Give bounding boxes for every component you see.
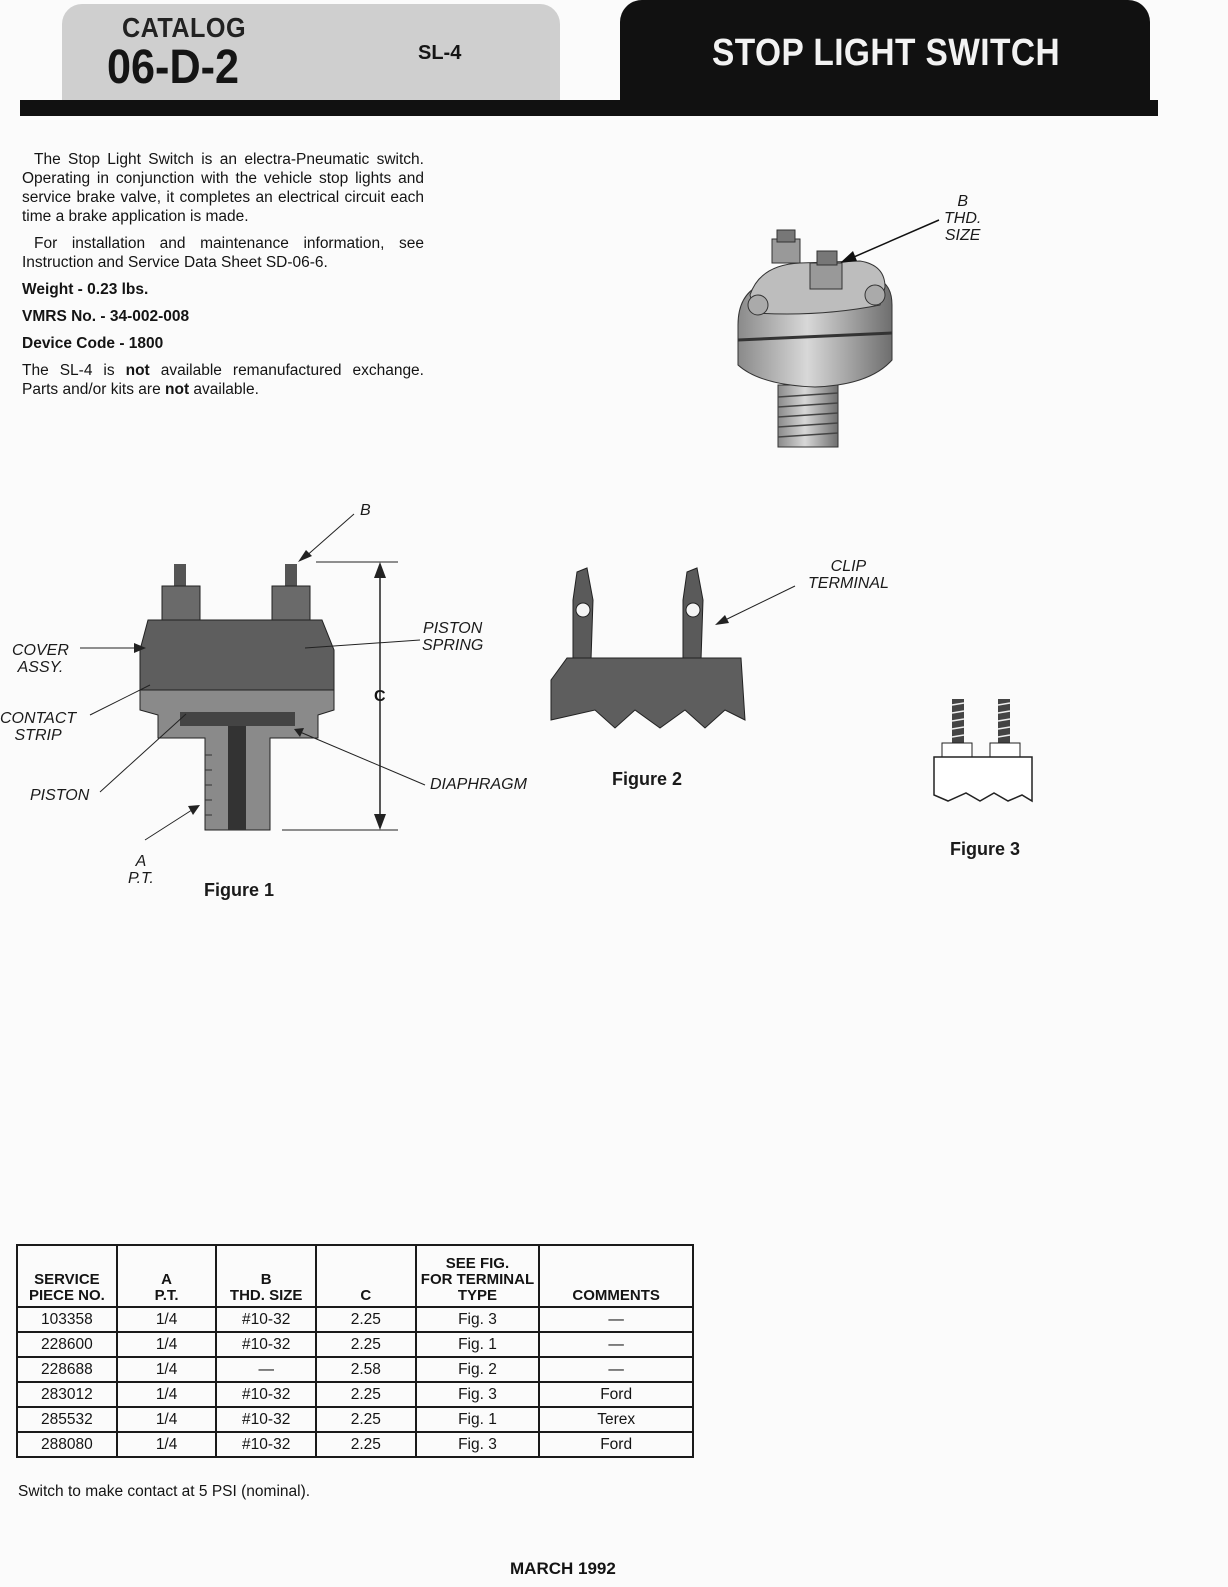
- pt-cell: 1/4: [115, 1331, 218, 1358]
- fig-cell: Fig. 3: [414, 1431, 541, 1458]
- figure-3-drawing: [933, 699, 1033, 803]
- fig1-label-piston: PISTON: [30, 787, 90, 804]
- table-row: 228688 1/4 — 2.58 Fig. 2 —: [16, 1356, 694, 1383]
- piece-no-cell: 228600: [16, 1331, 118, 1358]
- thd-size-cell: #10-32: [215, 1306, 317, 1333]
- thd-size-cell: #10-32: [215, 1381, 317, 1408]
- vmrs-spec: VMRS No. - 34-002-008: [22, 308, 190, 325]
- figure-3-caption: Figure 3: [950, 839, 1021, 859]
- availability-note: The SL-4 is not available remanufactured…: [22, 362, 424, 398]
- photo-thd-size-label: B THD. SIZE: [944, 193, 982, 244]
- piece-no-cell: 288080: [16, 1431, 118, 1458]
- col-header-c: C: [315, 1244, 417, 1308]
- pt-cell: 1/4: [115, 1356, 218, 1383]
- model-number: SL-4: [418, 42, 462, 64]
- catalog-number: 06-D-2: [107, 41, 240, 94]
- c-cell: 2.25: [315, 1306, 417, 1333]
- pt-cell: 1/4: [115, 1306, 218, 1333]
- publication-date: MARCH 1992: [510, 1559, 616, 1578]
- comments-cell: —: [538, 1356, 694, 1383]
- c-cell: 2.25: [315, 1381, 417, 1408]
- photo-leader-arrow: [840, 219, 940, 263]
- thd-size-cell: #10-32: [215, 1406, 317, 1433]
- fig1-label-c: C: [374, 688, 386, 705]
- thd-size-cell: #10-32: [215, 1331, 317, 1358]
- piece-no-cell: 228688: [16, 1356, 118, 1383]
- pt-cell: 1/4: [115, 1431, 218, 1458]
- table-row: 228600 1/4 #10-32 2.25 Fig. 1 —: [16, 1331, 694, 1358]
- table-row: 288080 1/4 #10-32 2.25 Fig. 3 Ford: [16, 1431, 694, 1458]
- product-photo: [737, 229, 893, 448]
- comments-cell: Terex: [538, 1406, 694, 1433]
- intro-paragraph-1: The Stop Light Switch is an electra-Pneu…: [22, 151, 424, 225]
- col-header-comments: COMMENTS: [538, 1244, 694, 1308]
- intro-paragraph-2: For installation and maintenance informa…: [22, 235, 424, 271]
- figure-1-drawing: [80, 513, 426, 841]
- c-cell: 2.58: [315, 1356, 417, 1383]
- figure-2-caption: Figure 2: [612, 769, 683, 789]
- fig1-label-diaphragm: DIAPHRAGM: [430, 776, 527, 793]
- comments-cell: Ford: [538, 1431, 694, 1458]
- intro-section: The Stop Light Switch is an electra-Pneu…: [22, 150, 424, 407]
- c-cell: 2.25: [315, 1406, 417, 1433]
- table-row: 283012 1/4 #10-32 2.25 Fig. 3 Ford: [16, 1381, 694, 1408]
- fig-cell: Fig. 1: [414, 1331, 541, 1358]
- pt-cell: 1/4: [115, 1381, 218, 1408]
- piece-no-cell: 283012: [16, 1381, 118, 1408]
- comments-cell: —: [538, 1331, 694, 1358]
- fig-cell: Fig. 2: [414, 1356, 541, 1383]
- piece-no-cell: 103358: [16, 1306, 118, 1333]
- piece-no-cell: 285532: [16, 1406, 118, 1433]
- weight-spec: Weight - 0.23 lbs.: [22, 281, 149, 298]
- title-tab: [620, 0, 1150, 104]
- comments-cell: —: [538, 1306, 694, 1333]
- fig-cell: Fig. 1: [414, 1406, 541, 1433]
- fig-cell: Fig. 3: [414, 1306, 541, 1333]
- c-cell: 2.25: [315, 1331, 417, 1358]
- catalog-label: CATALOG: [122, 12, 247, 43]
- figure-1-caption: Figure 1: [204, 880, 275, 900]
- table-row: 103358 1/4 #10-32 2.25 Fig. 3 —: [16, 1306, 694, 1333]
- comments-cell: Ford: [538, 1381, 694, 1408]
- fig1-label-b: B: [360, 502, 371, 519]
- table-row: 285532 1/4 #10-32 2.25 Fig. 1 Terex: [16, 1406, 694, 1433]
- contact-pressure-note: Switch to make contact at 5 PSI (nominal…: [18, 1483, 311, 1500]
- catalog-tab: [62, 4, 560, 102]
- thd-size-cell: —: [215, 1356, 317, 1383]
- device-code-spec: Device Code - 1800: [22, 335, 164, 352]
- page-title: STOP LIGHT SWITCH: [712, 32, 1061, 74]
- pt-cell: 1/4: [115, 1406, 218, 1433]
- c-cell: 2.25: [315, 1431, 417, 1458]
- header-rule: [20, 100, 1158, 116]
- figure-2-drawing: [550, 567, 796, 729]
- fig-cell: Fig. 3: [414, 1381, 541, 1408]
- thd-size-cell: #10-32: [215, 1431, 317, 1458]
